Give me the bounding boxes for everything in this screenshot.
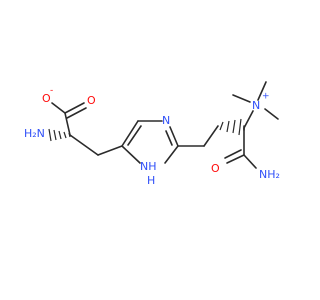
bond-c-nquat-up: [243, 110, 254, 129]
bond-ch2-ring: [97, 145, 123, 156]
bond-calpha-ccarboxyl: [64, 112, 71, 136]
bond-nquat-me-right: [264, 108, 279, 120]
hash-wedge-side: [219, 118, 242, 136]
bond-ring-c4-c5-double: [127, 125, 142, 146]
alpha-amine-label: H₂N: [24, 127, 45, 140]
bond-ch2-ch2: [203, 125, 219, 147]
oxygen-amide-label: O: [211, 162, 220, 175]
bond-c-o-single: [51, 102, 66, 114]
bond-camide-n: [243, 154, 257, 169]
bond-ring-c4-c5: [121, 120, 139, 147]
bond-nquat-me-left: [232, 94, 251, 103]
structure-drawing: O - O H₂N N NH H N + O NH₂: [24, 81, 280, 188]
oxygen-carbonyl-label: O: [87, 94, 96, 107]
atom-label-layer: O - O H₂N N NH H N + O NH₂: [24, 86, 280, 188]
bond-ring-n3-c2: [169, 126, 179, 147]
bond-camide-o: [226, 154, 245, 164]
bond-layer: [48, 81, 279, 169]
bond-ring-n3-c2-double: [165, 130, 173, 146]
ring-h-label: H: [147, 174, 155, 187]
bond-ring-c2-n1: [164, 145, 179, 164]
bond-ring-n1-c4: [121, 145, 141, 164]
amide-nh2-label: NH₂: [259, 168, 280, 181]
bond-c-o-double-a: [64, 102, 85, 114]
bond-nquat-me-top: [257, 81, 267, 101]
ring-nitrogen-label: N: [162, 114, 170, 127]
quaternary-nitrogen-label: N: [252, 99, 260, 112]
positive-charge-label: +: [262, 92, 270, 102]
ring-nh-label: NH: [140, 160, 157, 173]
oxygen-carboxylate-label: O: [42, 92, 51, 105]
hash-wedge-alpha-n: [48, 128, 71, 142]
molecule-structure-canvas: O - O H₂N N NH H N + O NH₂: [24, 81, 280, 188]
bond-c-o-double-b: [66, 107, 87, 119]
bond-camide-o-double: [224, 149, 242, 159]
negative-charge-label: -: [50, 86, 53, 96]
bond-calpha-ch2: [69, 134, 99, 156]
